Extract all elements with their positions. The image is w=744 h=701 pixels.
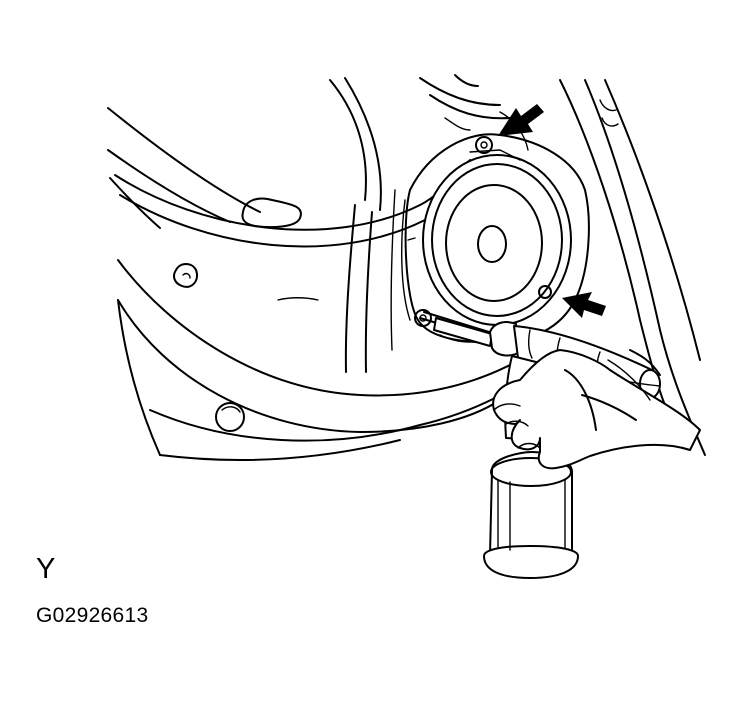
figure-code: G02926613 — [36, 604, 149, 627]
pointer-arrow-right-icon — [562, 292, 606, 318]
hand-icon — [492, 349, 701, 470]
view-label: Y — [36, 553, 56, 585]
door-panel-icon — [107, 74, 706, 461]
speaker-icon — [407, 136, 572, 343]
pointer-arrow-top-icon — [498, 104, 544, 136]
